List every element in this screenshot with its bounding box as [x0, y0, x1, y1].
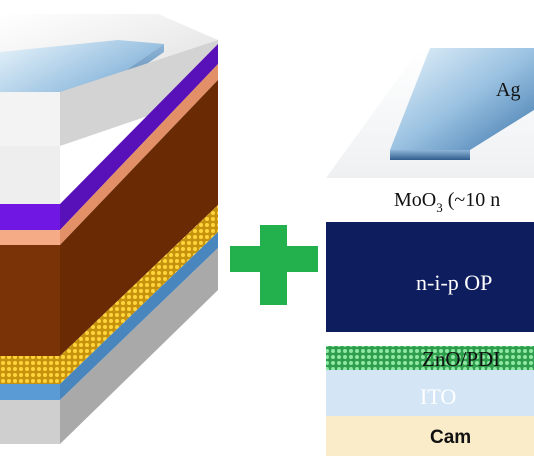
etl-layer [326, 346, 534, 370]
left-blue-side [60, 232, 218, 400]
left-top-slab-front [0, 92, 60, 146]
left-top-slab-side [60, 40, 218, 146]
ag-label: Ag [496, 79, 520, 101]
right-ag-electrode-edge [390, 150, 470, 160]
left-blue-front [0, 384, 60, 400]
left-gold-dots-front [0, 356, 60, 384]
left-purple-front [0, 204, 60, 230]
left-white-band [0, 146, 60, 204]
layer-gap [326, 332, 534, 346]
active-layer-label: n-i-p OP [416, 270, 492, 295]
substrate-label: Cam [430, 427, 471, 448]
right-ag-electrode [390, 48, 534, 150]
left-gold-dots-side [60, 205, 218, 384]
substrate-layer [326, 416, 534, 456]
moo3-label: MoO3 (~10 n [394, 189, 500, 215]
right-device-stack: Ag MoO3 (~10 n n-i-p OP ZnO/PDI ITO Cam [326, 48, 534, 456]
left-salmon-front [0, 230, 60, 245]
etl-label: ZnO/PDI [422, 347, 500, 371]
left-purple-side [60, 44, 218, 230]
active-layer [326, 222, 534, 332]
plus-icon [230, 225, 318, 305]
ito-layer [326, 370, 534, 416]
left-brown-side [60, 80, 218, 356]
left-device-stack [0, 14, 218, 444]
left-substrate-side [60, 248, 218, 444]
left-salmon-side [60, 64, 218, 245]
ito-label: ITO [420, 384, 456, 409]
left-substrate-front [0, 400, 60, 444]
left-brown-front [0, 245, 60, 356]
